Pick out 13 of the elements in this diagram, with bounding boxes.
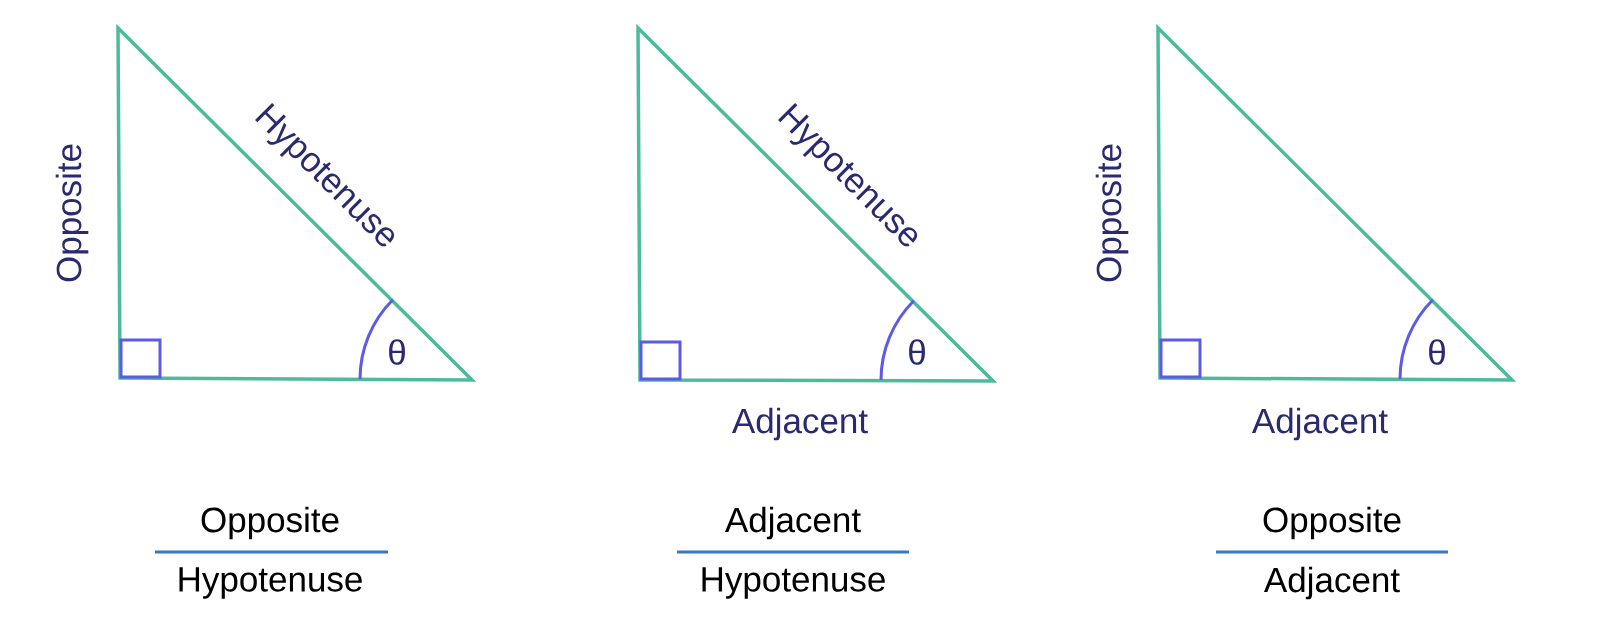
fraction-numerator: Adjacent [724,506,861,540]
fraction-numerator: Opposite [1263,506,1401,540]
side-label: Opposite [55,144,89,282]
fraction-numerator: Opposite [201,506,339,540]
fraction-denominator: Adjacent [1263,566,1400,600]
angle-label: θ [909,339,925,365]
angle-label: θ [389,339,405,365]
fraction-denominator: Hypotenuse [702,567,885,599]
side-label: Opposite [1095,144,1129,282]
fraction-denominator: Hypotenuse [179,567,362,599]
side-label: Adjacent [1251,407,1388,441]
side-label: Adjacent [731,407,868,441]
angle-label: θ [1429,339,1445,365]
